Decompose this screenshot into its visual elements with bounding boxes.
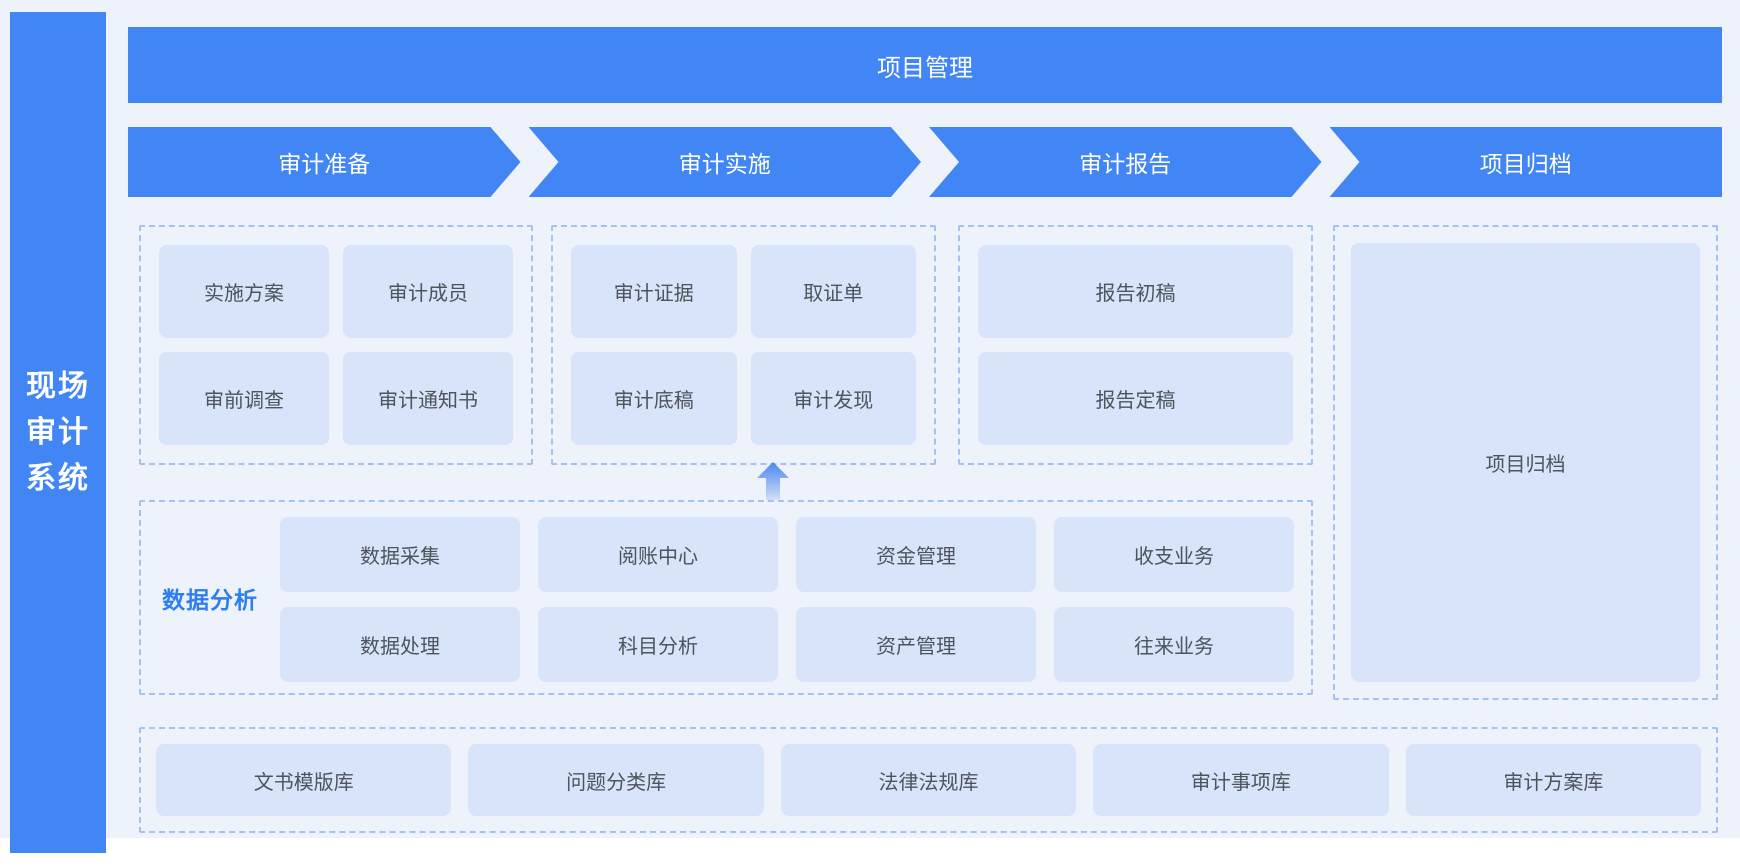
module-box: 审前调查 xyxy=(159,352,329,445)
system-title-line: 审计 xyxy=(26,415,90,449)
up-arrow-icon xyxy=(757,462,789,500)
stage-arrow-audit-report: 审计报告 xyxy=(929,127,1322,197)
system-title-line: 现场 xyxy=(26,369,90,403)
section-audit-report: 报告初稿 报告定稿 xyxy=(958,225,1313,465)
module-box: 报告定稿 xyxy=(978,352,1293,445)
module-box: 审计底稿 xyxy=(571,352,737,445)
stage-arrow-audit-implementation: 审计实施 xyxy=(529,127,922,197)
module-box: 审计证据 xyxy=(571,245,737,338)
stage-arrow-band: 审计准备 审计实施 审计报告 项目归档 xyxy=(128,127,1722,197)
module-box: 资金管理 xyxy=(796,517,1036,592)
stage-arrow-label: 审计实施 xyxy=(678,151,771,177)
module-box: 审计成员 xyxy=(343,245,513,338)
module-box: 数据采集 xyxy=(280,517,520,592)
module-box: 往来业务 xyxy=(1054,607,1294,682)
section-knowledge-libraries: 文书模版库 问题分类库 法律法规库 审计事项库 审计方案库 xyxy=(139,727,1718,833)
module-box: 实施方案 xyxy=(159,245,329,338)
module-box: 阅账中心 xyxy=(538,517,778,592)
section-audit-preparation: 实施方案 审计成员 审前调查 审计通知书 xyxy=(139,225,533,465)
library-box: 文书模版库 xyxy=(156,744,452,816)
banner-title: 项目管理 xyxy=(877,54,973,82)
module-box: 项目归档 xyxy=(1351,243,1700,682)
section-data-analysis: 数据采集 阅账中心 资金管理 收支业务 数据处理 科目分析 资产管理 往来业务 xyxy=(139,500,1313,695)
stage-arrow-label: 项目归档 xyxy=(1479,151,1572,177)
module-box: 科目分析 xyxy=(538,607,778,682)
data-analysis-label: 数据分析 xyxy=(162,586,258,613)
stage-arrow-project-archive: 项目归档 xyxy=(1329,127,1722,197)
module-box: 审计发现 xyxy=(750,352,916,445)
library-box: 法律法规库 xyxy=(780,744,1077,816)
stage-arrow-label: 审计准备 xyxy=(278,151,371,177)
section-project-archive: 项目归档 xyxy=(1333,225,1718,700)
module-box: 收支业务 xyxy=(1054,517,1294,592)
module-box: 取证单 xyxy=(750,245,916,338)
module-box: 报告初稿 xyxy=(978,245,1293,338)
library-box: 审计事项库 xyxy=(1093,744,1389,816)
project-management-banner: 项目管理 xyxy=(128,27,1722,103)
library-box: 审计方案库 xyxy=(1405,744,1702,816)
stage-arrow-audit-preparation: 审计准备 xyxy=(128,127,521,197)
module-box: 资产管理 xyxy=(796,607,1036,682)
system-title-sidebar: 现场 审计 系统 xyxy=(10,12,106,853)
section-audit-implementation: 审计证据 取证单 审计底稿 审计发现 xyxy=(551,225,936,465)
system-title-line: 系统 xyxy=(26,461,90,495)
module-box: 审计通知书 xyxy=(343,352,513,445)
module-box: 数据处理 xyxy=(280,607,520,682)
library-box: 问题分类库 xyxy=(468,744,764,816)
stage-arrow-label: 审计报告 xyxy=(1079,151,1172,177)
